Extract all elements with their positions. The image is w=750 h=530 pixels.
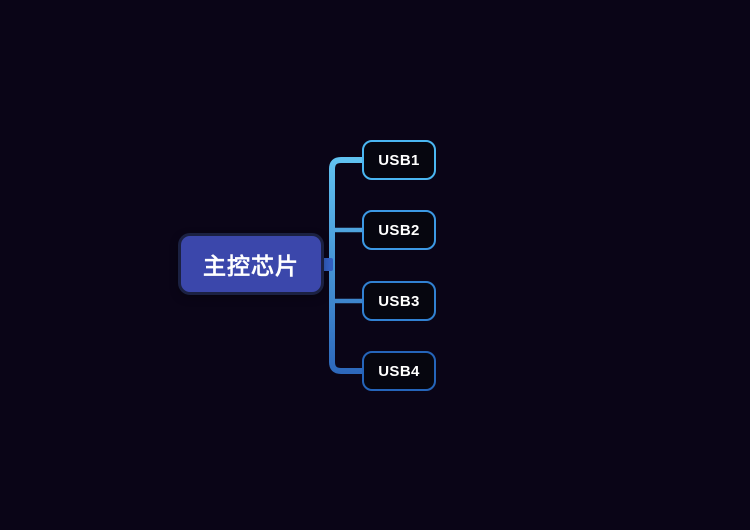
child-node-usb4[interactable]: USB4 [362, 351, 436, 391]
child-node-label: USB1 [378, 151, 420, 169]
connector-trunk [329, 157, 363, 374]
root-connector-nub[interactable] [321, 258, 333, 271]
root-node[interactable]: 主控芯片 [181, 236, 321, 292]
child-node-label: USB3 [378, 292, 420, 310]
child-node-usb1[interactable]: USB1 [362, 140, 436, 180]
child-node-usb2[interactable]: USB2 [362, 210, 436, 250]
root-node-label: 主控芯片 [203, 253, 299, 279]
child-node-usb3[interactable]: USB3 [362, 281, 436, 321]
child-node-label: USB2 [378, 221, 420, 239]
child-node-label: USB4 [378, 362, 420, 380]
